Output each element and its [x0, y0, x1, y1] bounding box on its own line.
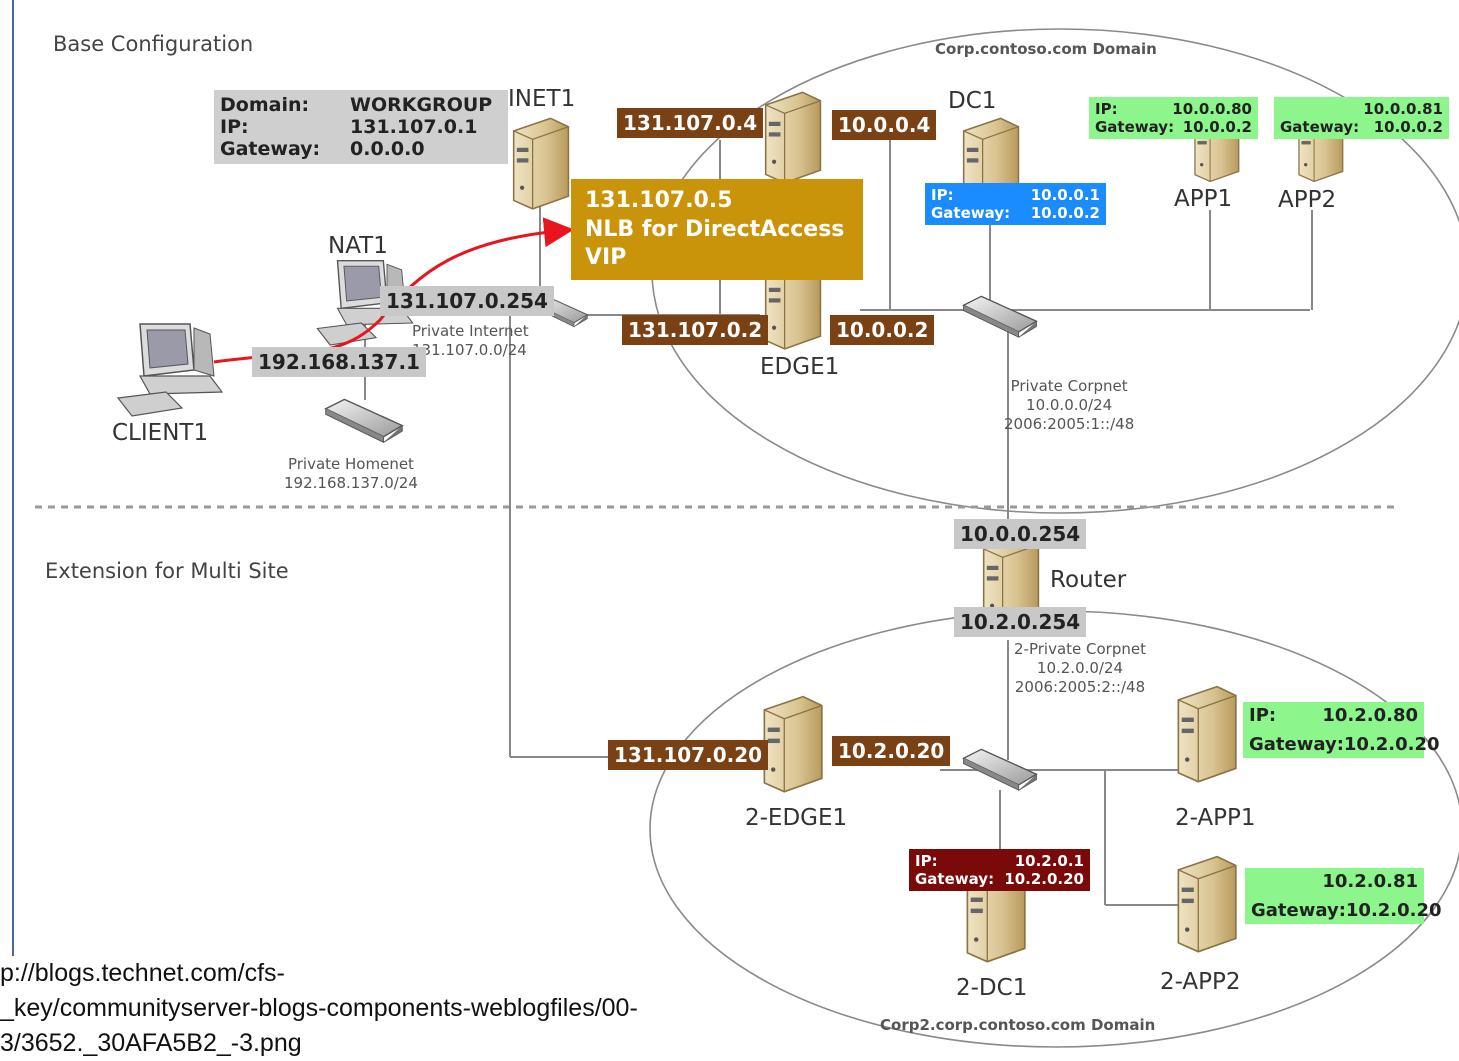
client1-computer-icon	[117, 323, 223, 417]
app1-ip-box: IP: 10.0.0.80 Gateway: 10.0.0.2	[1089, 97, 1258, 139]
app2-gateway-key: Gateway:	[1280, 118, 1360, 136]
corp2-domain-label: Corp2.corp.contoso.com Domain	[880, 1016, 1156, 1034]
corpnet-switch-icon	[962, 295, 1038, 338]
source-url-text: p://blogs.technet.com/cfs- _key/communit…	[0, 959, 638, 1057]
nat1-ext-address: 131.107.0.254	[380, 286, 554, 316]
app1-ip-key: IP:	[1095, 100, 1118, 118]
dc1-gateway-key: Gateway:	[931, 204, 1011, 222]
edge1-ext-top-address: 131.107.0.4	[617, 108, 764, 138]
dc1-ip-key: IP:	[931, 186, 954, 204]
edge2-int-address: 10.2.0.20	[832, 736, 951, 766]
nlb-ip: 131.107.0.5	[585, 188, 733, 213]
router-bottom-address: 10.2.0.254	[954, 607, 1087, 637]
inet1-domain-key: Domain:	[220, 94, 310, 116]
dc1-ip-value: 10.0.0.1	[1030, 186, 1100, 204]
inet1-server-icon	[512, 117, 570, 210]
app2-1-gateway-key: Gateway:	[1249, 734, 1344, 755]
app2-2-ip-box: 10.2.0.81 Gateway:10.2.0.20	[1245, 868, 1442, 924]
dc1-label: DC1	[948, 88, 997, 114]
base-config-heading: Base Configuration	[53, 32, 254, 56]
homenet-switch-icon	[325, 398, 403, 443]
edge1-int-bottom-address: 10.0.0.2	[830, 315, 935, 345]
app2-label: APP2	[1278, 187, 1337, 213]
inet1-domain-value: WORKGROUP	[350, 94, 493, 116]
dc2-ip-box: IP: 10.2.0.1 Gateway: 10.2.0.20	[909, 849, 1090, 891]
app2-ip-box: 10.0.0.81 Gateway: 10.0.0.2	[1274, 97, 1449, 139]
edge2-server-icon	[763, 695, 823, 793]
app2-1-label: 2-APP1	[1175, 805, 1256, 831]
app1-ip-value: 10.0.0.80	[1172, 100, 1252, 118]
app2-2-label: 2-APP2	[1160, 969, 1241, 995]
inet1-gateway-key: Gateway:	[220, 138, 321, 160]
app1-label: APP1	[1174, 186, 1233, 212]
app2-2-gateway-key: Gateway:	[1251, 900, 1346, 921]
inet1-label: INET1	[508, 86, 576, 112]
edge2-label: 2-EDGE1	[745, 805, 848, 831]
app2-ip-value: 10.0.0.81	[1363, 100, 1443, 118]
nat1-int-address: 192.168.137.1	[252, 347, 426, 377]
dc2-ip-key: IP:	[915, 852, 938, 870]
app2-1-gateway-value: 10.2.0.20	[1343, 734, 1440, 755]
client1-label: CLIENT1	[112, 420, 209, 446]
private-corpnet2-label: 2-Private Corpnet 10.2.0.0/24 2006:2005:…	[1014, 640, 1146, 696]
app2-2-ip-value: 10.2.0.81	[1322, 871, 1418, 892]
private-homenet-label: Private Homenet 192.168.137.0/24	[284, 455, 418, 492]
edge1-int-top-address: 10.0.0.4	[832, 110, 937, 140]
private-corpnet-label: Private Corpnet 10.0.0.0/24 2006:2005:1:…	[1004, 377, 1135, 433]
inet1-gateway-value: 0.0.0.0	[350, 138, 425, 160]
private-internet-label: Private Internet 131.107.0.0/24	[412, 322, 529, 359]
dc1-gateway-value: 10.0.0.2	[1030, 204, 1100, 222]
app2-1-ip-box: IP: 10.2.0.80 Gateway:10.2.0.20	[1243, 702, 1440, 758]
dc2-label: 2-DC1	[956, 975, 1028, 1001]
nat1-label: NAT1	[328, 233, 388, 259]
app2-1-server-icon	[1177, 685, 1237, 783]
app1-gateway-key: Gateway:	[1095, 118, 1175, 136]
app2-2-gateway-value: 10.2.0.20	[1345, 900, 1442, 921]
edge1-label: EDGE1	[760, 354, 840, 380]
app2-1-ip-key: IP:	[1249, 705, 1277, 726]
app2-gateway-value: 10.0.0.2	[1373, 118, 1443, 136]
dc1-ip-box: IP: 10.0.0.1 Gateway: 10.0.0.2	[925, 183, 1106, 225]
router-top-address: 10.0.0.254	[954, 519, 1087, 549]
multi-site-heading: Extension for Multi Site	[45, 559, 289, 583]
nlb-vip-box: 131.107.0.5 NLB for DirectAccess VIP	[571, 179, 863, 280]
edge1-server-icon	[764, 91, 822, 184]
edge1-ext-bottom-address: 131.107.0.2	[622, 315, 769, 345]
dc2-ip-value: 10.2.0.1	[1014, 852, 1084, 870]
inet1-info-box: Domain: WORKGROUP IP: 131.107.0.1 Gateway:…	[214, 90, 508, 164]
app2-1-ip-value: 10.2.0.80	[1322, 705, 1418, 726]
nlb-vip: VIP	[585, 245, 627, 271]
inet1-ip-key: IP:	[220, 116, 249, 138]
dc2-gateway-value: 10.2.0.20	[1004, 870, 1084, 888]
edge2-ext-address: 131.107.0.20	[608, 740, 769, 770]
app1-gateway-value: 10.0.0.2	[1182, 118, 1252, 136]
nlb-title: NLB for DirectAccess	[585, 216, 845, 242]
corp-domain-label: Corp.contoso.com Domain	[935, 40, 1157, 58]
router-label: Router	[1050, 567, 1127, 593]
app2-2-server-icon	[1177, 855, 1237, 953]
inet1-ip-value: 131.107.0.1	[350, 116, 478, 138]
dc2-gateway-key: Gateway:	[915, 870, 995, 888]
